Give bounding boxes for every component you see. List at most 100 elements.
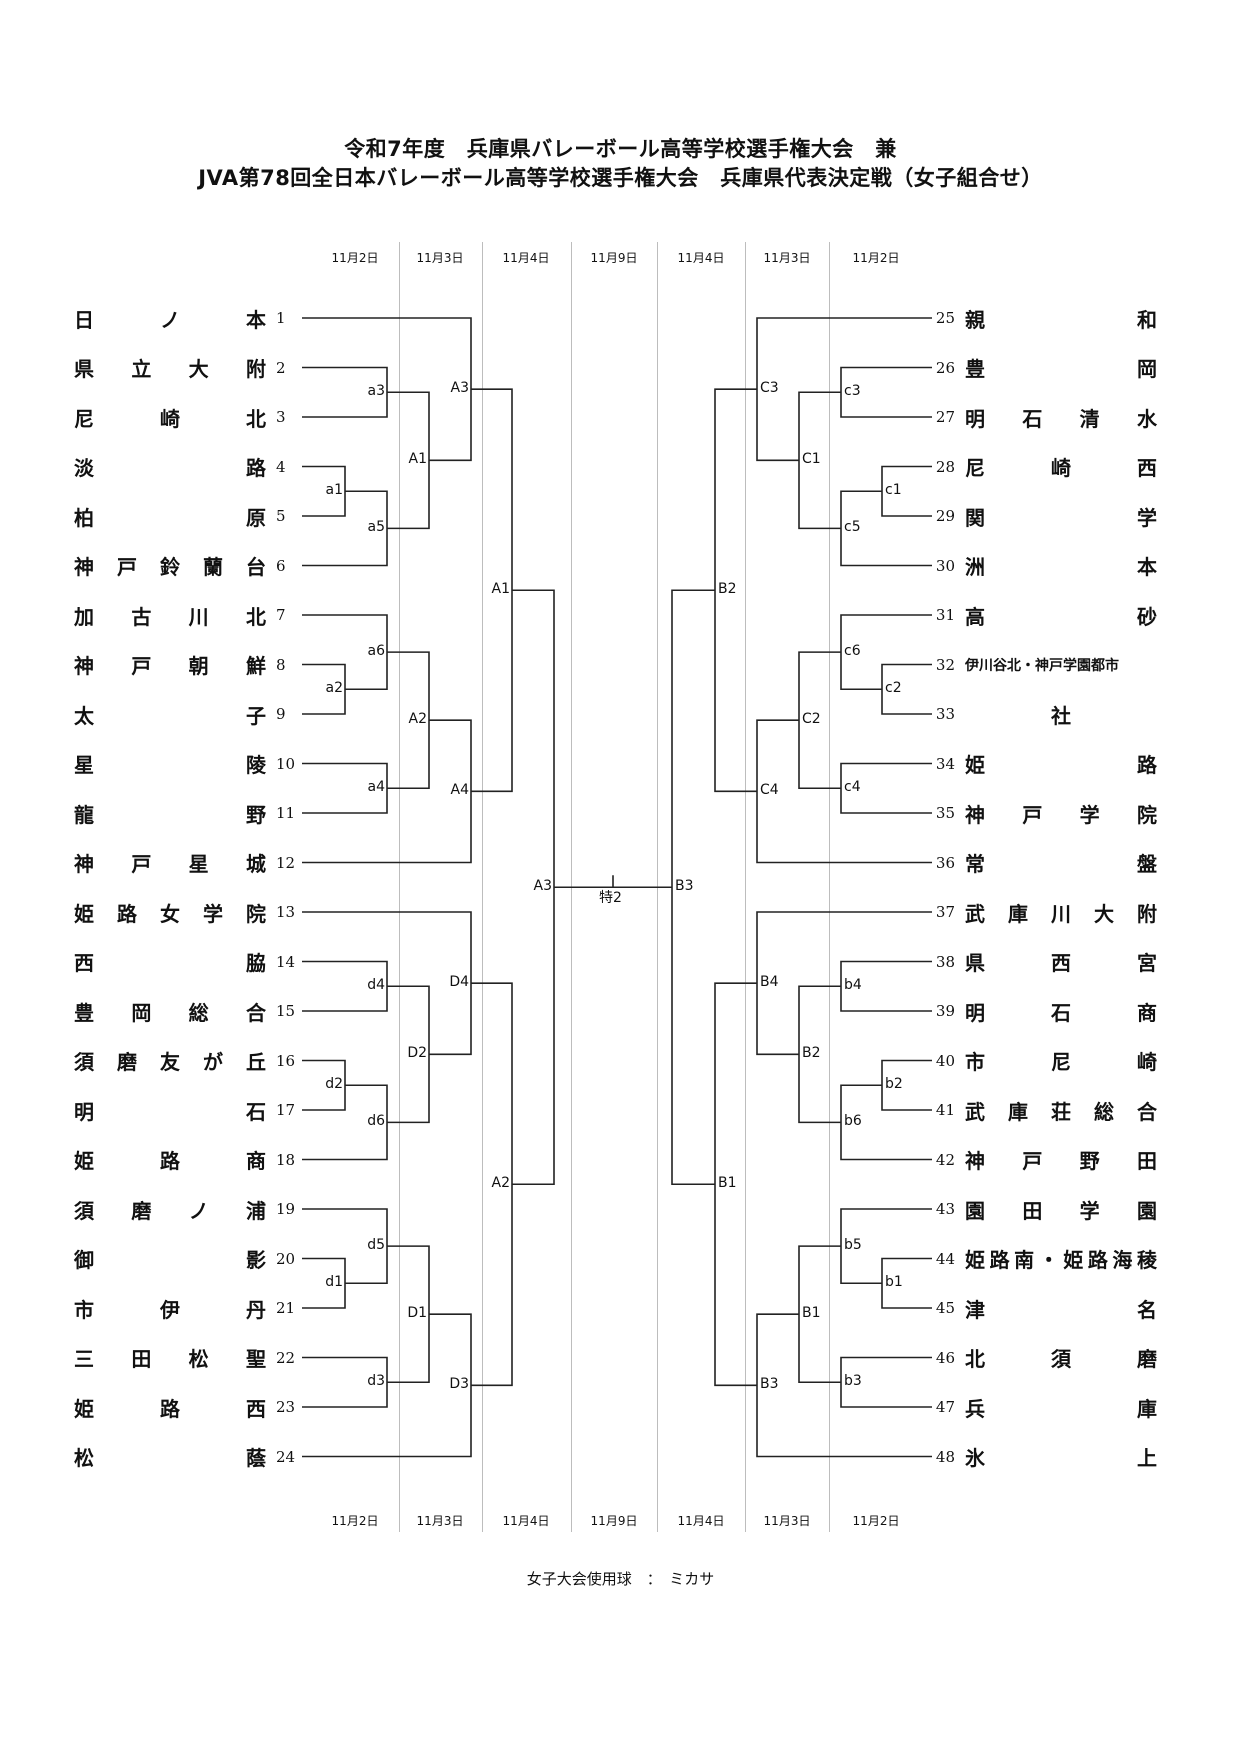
team-name-char: 崎: [160, 406, 180, 431]
seed-number: 3: [276, 408, 286, 426]
team-name-char: 大: [188, 357, 209, 381]
seed-number: 2: [276, 358, 286, 377]
team-name-char: 路: [160, 1396, 180, 1421]
title-line-2: JVA第78回全日本バレーボール高等学校選手権大会 兵庫県代表決定戦（女子組合せ…: [198, 166, 1043, 190]
team-name: 神戸野田: [965, 1147, 1157, 1173]
seed-number: 41: [935, 1101, 955, 1119]
seed-number: 22: [276, 1348, 296, 1367]
team-name-char: 野: [246, 802, 266, 827]
seed-number: 42: [935, 1150, 955, 1169]
match-label: c3: [844, 383, 861, 400]
team-name: 明石: [74, 1097, 266, 1124]
team-name-char: 明: [74, 1099, 94, 1124]
team-name-char: 松: [74, 1446, 94, 1470]
team-name-char: 学: [1079, 802, 1100, 827]
match-label: d3: [367, 1373, 385, 1390]
team-name-char: 総: [1094, 1099, 1114, 1124]
team-name: 豊岡: [965, 355, 1157, 381]
team-name: 太子: [74, 701, 266, 728]
match-label: c4: [844, 779, 861, 796]
seed-number: 9: [276, 705, 286, 723]
team-name-char: 路: [989, 1248, 1010, 1272]
team-name-char: 本: [246, 307, 266, 332]
team-name-char: 園: [965, 1198, 985, 1223]
team-name-char: 洲: [965, 555, 985, 579]
match-label: a1: [325, 482, 344, 499]
team-name-char: 石: [1051, 1000, 1071, 1025]
team-name-char: 尼: [74, 406, 94, 431]
team-name-char: 社: [1051, 703, 1071, 728]
team-name-char: 三: [74, 1347, 94, 1371]
top-date-4: 11月9日: [590, 251, 638, 265]
match-label: B3: [760, 1376, 779, 1393]
team-name-char: 合: [1137, 1099, 1157, 1124]
team-name-char: 庫: [1008, 1099, 1028, 1124]
match-label: B2: [718, 581, 737, 598]
seed-number: 11: [276, 804, 296, 822]
team-name-char: 尼: [1051, 1050, 1071, 1074]
seed-number: 36: [935, 853, 955, 872]
top-date-3: 11月4日: [502, 251, 550, 265]
team-name: 姫路西: [74, 1394, 266, 1421]
match-label: D1: [407, 1305, 427, 1322]
team-name-char: 大: [1094, 901, 1114, 926]
team-name-char: 市: [965, 1050, 985, 1074]
team-name-char: 豊: [74, 1000, 94, 1025]
team-name-char: 附: [1137, 901, 1157, 926]
match-label: a4: [367, 779, 386, 796]
match-label: d6: [367, 1113, 385, 1130]
seed-number: 6: [276, 556, 286, 575]
team-name: 御影: [74, 1246, 266, 1272]
team-name: 尼崎西: [965, 454, 1157, 480]
match-label: c2: [885, 680, 902, 697]
team-name-char: 丘: [246, 1050, 266, 1074]
seed-number: 18: [276, 1150, 296, 1169]
match-label: A3: [533, 878, 552, 895]
team-name-char: 水: [1136, 406, 1157, 431]
team-name-char: ・: [1038, 1248, 1059, 1272]
team-name-char: 姫: [1063, 1248, 1084, 1272]
team-name-char: 城: [245, 852, 266, 876]
team-name-char: 戸: [131, 852, 152, 876]
seed-number: 12: [276, 853, 296, 872]
match-label: C2: [802, 711, 821, 728]
seed-number: 37: [935, 903, 955, 921]
team-name-char: 荘: [1051, 1099, 1071, 1124]
team-name-char: 氷: [965, 1446, 985, 1470]
team-name-char: 鈴: [160, 555, 180, 579]
match-label: B1: [718, 1175, 737, 1192]
team-name-char: 西: [1051, 951, 1071, 975]
match-label: A1: [491, 581, 510, 598]
team-name-char: 磨: [117, 1050, 137, 1074]
bottom-date-2: 11月3日: [416, 1514, 464, 1528]
team-name-char: 宮: [1137, 951, 1157, 975]
team-name-char: 西: [246, 1396, 266, 1421]
team-name-char: 須: [1051, 1347, 1071, 1371]
team-name-char: 松: [188, 1347, 209, 1371]
team-name: 社: [965, 701, 1157, 728]
team-name-char: 陵: [246, 753, 266, 777]
team-name: 須磨友が丘: [74, 1048, 266, 1074]
team-name-char: 商: [246, 1149, 266, 1173]
seed-number: 15: [276, 1002, 296, 1020]
team-name-char: 名: [1137, 1297, 1157, 1322]
team-name: 常盤: [965, 850, 1157, 876]
team-name-char: 岡: [1137, 357, 1157, 381]
team-name-char: 路: [1137, 753, 1157, 777]
team-name-char: 園: [1136, 1198, 1157, 1223]
match-label: d2: [325, 1076, 343, 1093]
match-label: A3: [450, 380, 469, 397]
team-name-char: 川: [1051, 901, 1071, 926]
seed-number: 34: [935, 754, 955, 773]
team-name-char: 本: [1137, 555, 1157, 579]
match-label: b5: [844, 1237, 862, 1254]
team-name: 神戸朝鮮: [74, 652, 266, 678]
team-name-char: 上: [1137, 1446, 1157, 1470]
bottom-date-4: 11月9日: [590, 1514, 638, 1528]
team-name-char: 浦: [245, 1198, 266, 1223]
team-name-char: 西: [74, 951, 94, 975]
team-name: 県西宮: [965, 949, 1157, 975]
match-label: a2: [325, 680, 344, 697]
seed-number: 25: [935, 309, 955, 327]
team-name-char: 北: [245, 604, 266, 629]
